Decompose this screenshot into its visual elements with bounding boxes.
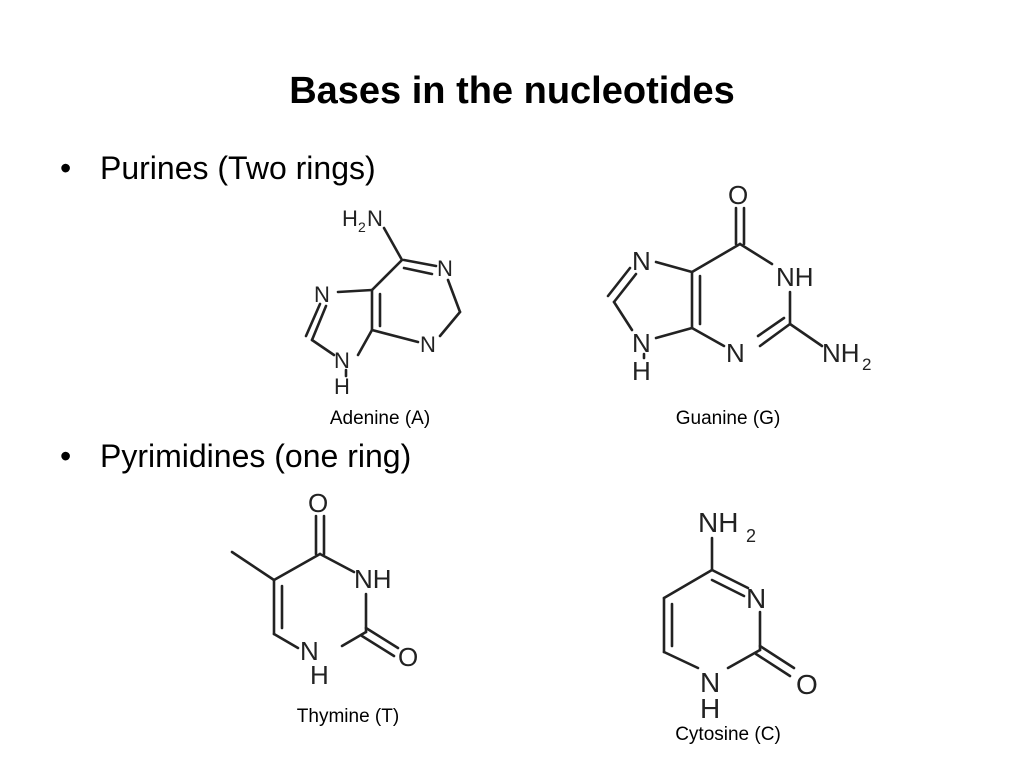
svg-text:2: 2 (358, 219, 366, 235)
svg-text:H: H (632, 356, 651, 386)
bullet-dot: • (60, 150, 72, 186)
svg-text:O: O (398, 642, 418, 672)
svg-text:N: N (437, 256, 453, 281)
bullet-dot: • (60, 438, 72, 474)
svg-text:O: O (308, 488, 328, 518)
svg-text:H: H (334, 374, 350, 399)
bullet-text-purines: Purines (Two rings) (100, 150, 376, 186)
svg-text:N: N (420, 332, 436, 357)
svg-text:N: N (632, 328, 651, 358)
svg-text:N: N (334, 348, 350, 373)
caption-guanine: Guanine (G) (675, 408, 781, 429)
bullet-pyrimidines: • Pyrimidines (one ring) (60, 438, 411, 475)
svg-text:N: N (367, 206, 383, 231)
caption-thymine: Thymine (T) (296, 706, 400, 727)
caption-adenine: Adenine (A) (329, 408, 431, 429)
svg-text:N: N (726, 338, 745, 368)
caption-cytosine: Cytosine (C) (675, 724, 781, 745)
svg-text:NH: NH (698, 507, 738, 538)
svg-text:H: H (310, 660, 329, 690)
svg-text:NH: NH (354, 564, 392, 594)
svg-text:H: H (700, 693, 720, 724)
slide-title: Bases in the nucleotides (289, 70, 735, 112)
svg-text:O: O (728, 180, 748, 210)
svg-text:2: 2 (746, 526, 756, 546)
svg-text:N: N (746, 583, 766, 614)
svg-text:H: H (342, 206, 358, 231)
bullet-purines: • Purines (Two rings) (60, 150, 376, 187)
svg-text:NH: NH (822, 338, 860, 368)
svg-text:NH: NH (776, 262, 814, 292)
svg-text:N: N (700, 667, 720, 698)
svg-text:N: N (300, 636, 319, 666)
svg-text:N: N (632, 246, 651, 276)
svg-text:N: N (314, 282, 330, 307)
bullet-text-pyrimidines: Pyrimidines (one ring) (100, 438, 412, 474)
svg-text:2: 2 (862, 355, 871, 374)
svg-text:O: O (796, 669, 818, 700)
